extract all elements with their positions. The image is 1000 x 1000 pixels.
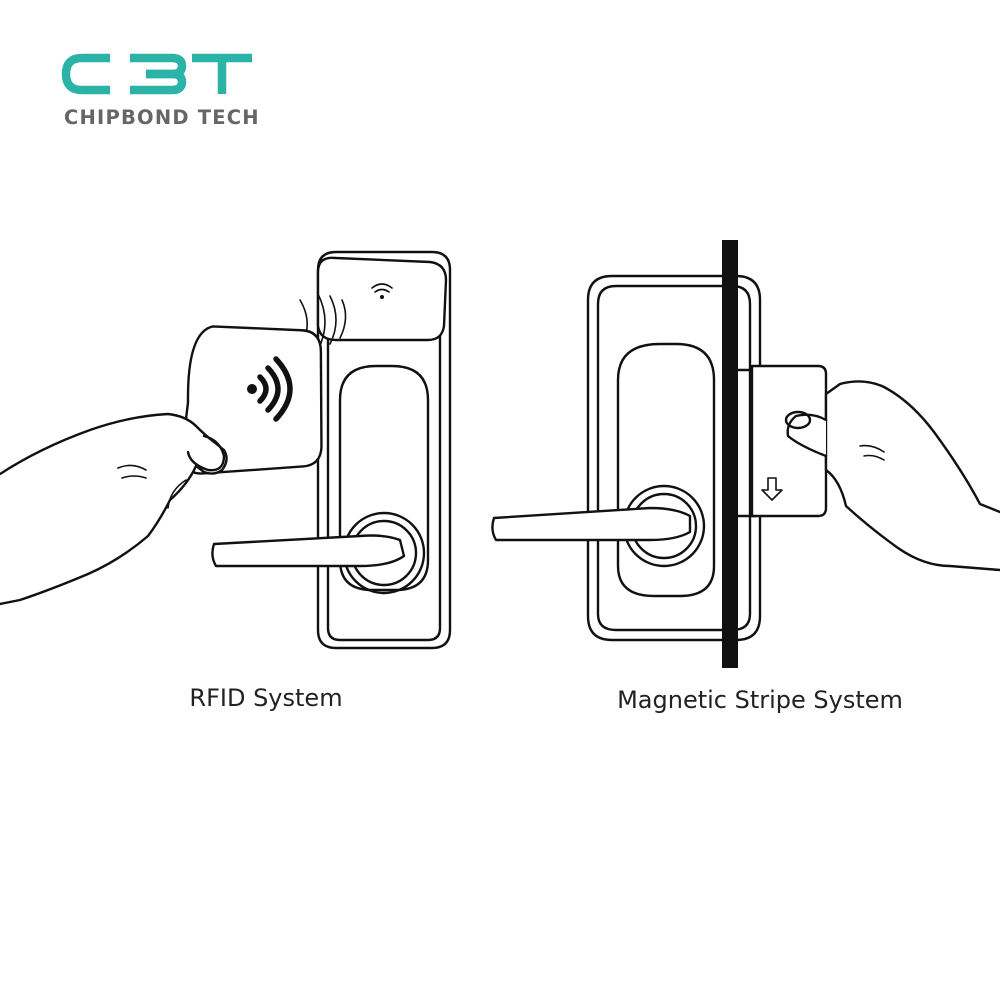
contactless-wave-icon (247, 356, 293, 422)
arrow-down-icon (761, 477, 783, 501)
magnetic-caption: Magnetic Stripe System (617, 686, 903, 714)
rfid-lock (0, 250, 452, 650)
magnetic-lock (491, 240, 1000, 668)
rfid-caption: RFID System (189, 684, 343, 712)
cbt-logo (61, 53, 252, 95)
brand-name: CHIPBOND TECH (64, 106, 260, 129)
wifi-icon (371, 283, 393, 299)
